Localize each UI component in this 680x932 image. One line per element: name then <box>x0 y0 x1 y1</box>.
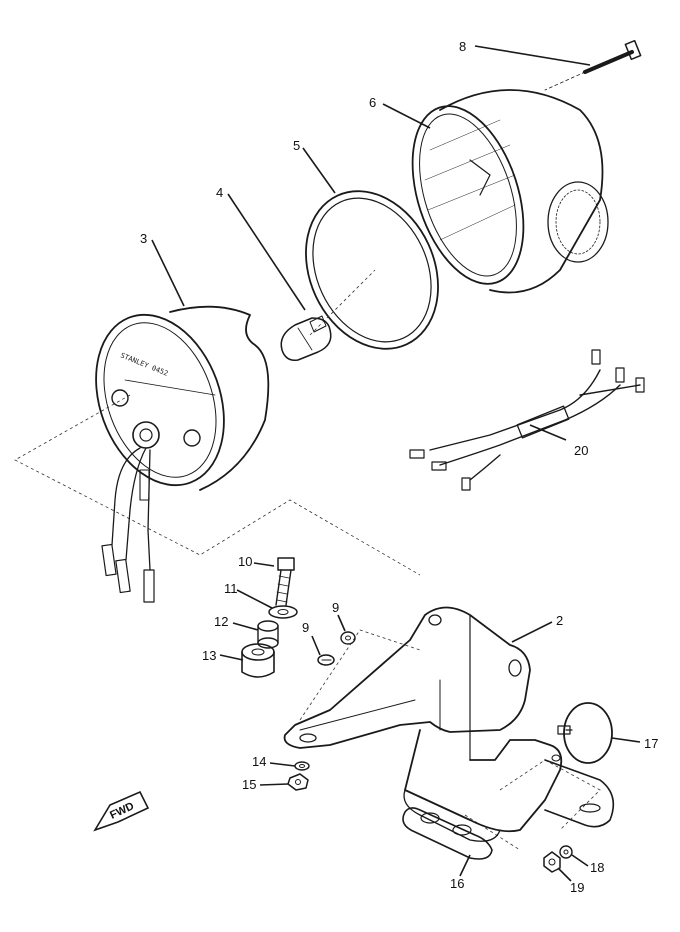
part-20-wiring-harness[interactable] <box>409 349 645 491</box>
callout-7: 8 <box>459 39 466 54</box>
callout-11: 11 <box>224 581 238 596</box>
part-7-screw[interactable] <box>544 39 642 91</box>
part-19-nut[interactable] <box>543 851 561 873</box>
assembly-guide-lines <box>14 394 601 851</box>
part-9-washer[interactable] <box>340 631 356 645</box>
part-2-bracket[interactable] <box>283 606 615 842</box>
callout-8: 9 <box>302 620 309 635</box>
part-12-collar[interactable] <box>257 620 279 649</box>
part-5-gasket[interactable] <box>281 169 463 370</box>
part-11-washer[interactable] <box>268 605 298 619</box>
part-6-tail-light-lens[interactable] <box>392 89 609 298</box>
callout-19: 19 <box>570 880 584 895</box>
part-14-washer[interactable] <box>294 761 310 771</box>
callout-3: 3 <box>140 231 147 246</box>
part-10-bolt[interactable] <box>275 557 295 606</box>
part-3-lamp-base[interactable] <box>74 297 270 503</box>
callout-17: 17 <box>644 736 658 751</box>
leader-lines <box>151 45 641 882</box>
part-18-washer[interactable] <box>559 845 573 859</box>
part-15-nut[interactable] <box>287 773 309 791</box>
callout-4: 4 <box>216 185 223 200</box>
part-8-screw[interactable] <box>317 654 335 666</box>
callout-12: 12 <box>214 614 228 629</box>
lens-marking: STANLEY 0452 <box>119 351 169 377</box>
callout-9: 9 <box>332 600 339 615</box>
part-3-wiring <box>101 447 155 603</box>
fwd-arrow: FWD <box>93 790 150 832</box>
callout-2: 2 <box>556 613 563 628</box>
callout-labels: 8 6 5 4 3 2 20 10 11 12 13 9 9 14 15 16 … <box>140 39 658 895</box>
part-13-damper[interactable] <box>241 643 275 678</box>
callout-5: 5 <box>293 138 300 153</box>
callout-16: 16 <box>450 876 464 891</box>
callout-15: 15 <box>242 777 256 792</box>
callout-13: 13 <box>202 648 216 663</box>
part-16-plate[interactable] <box>402 807 493 860</box>
part-4-bulb[interactable] <box>280 315 332 362</box>
callout-6: 6 <box>369 95 376 110</box>
callout-18: 18 <box>590 860 604 875</box>
part-17-reflector[interactable] <box>557 702 613 764</box>
callout-20: 20 <box>574 443 588 458</box>
callout-14: 14 <box>252 754 266 769</box>
callout-10: 10 <box>238 554 252 569</box>
